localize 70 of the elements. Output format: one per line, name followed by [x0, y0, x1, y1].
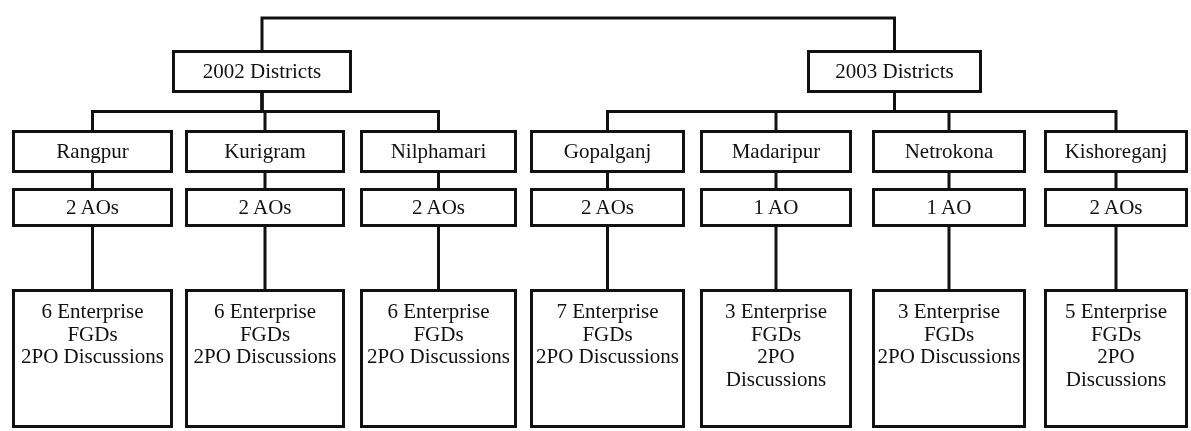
connector-line [606, 227, 609, 289]
box-text: 2PO Discussions [876, 345, 1022, 368]
connector-line [437, 173, 440, 188]
box-text: 3 Enterprise FGDs [896, 300, 1001, 346]
connector-line [91, 227, 94, 289]
box-text: Kishoreganj [1064, 140, 1168, 163]
group-box [172, 50, 352, 93]
count-box [185, 188, 345, 227]
connector-line [947, 173, 951, 188]
box-text: 2003 Districts [835, 60, 954, 83]
connector-line [260, 93, 440, 130]
box-text: 2PO Discussions [192, 345, 338, 368]
district-box [872, 130, 1026, 173]
box-text: 7 Enterprise FGDs [555, 300, 660, 346]
box-text: Nilphamari [390, 140, 487, 163]
box-text: 2 AOs [1089, 196, 1143, 219]
count-box [360, 188, 517, 227]
box-text: 1 AO [753, 196, 799, 219]
connector-line [774, 173, 778, 188]
box-text: 6 Enterprise FGDs [386, 300, 491, 346]
count-box [360, 289, 517, 428]
count-box [872, 188, 1026, 227]
district-box [12, 130, 173, 173]
district-box [185, 130, 345, 173]
count-box [872, 289, 1026, 428]
district-box [700, 130, 852, 173]
box-text: 2002 Districts [202, 60, 322, 83]
box-text: Gopalganj [563, 140, 652, 163]
count-box [700, 188, 852, 227]
connector-line [263, 173, 267, 188]
box-text: 2PO Discussions [366, 345, 511, 368]
connector-line [893, 93, 1118, 130]
box-text: 2 AOs [580, 196, 635, 219]
box-text: 2 AOs [238, 196, 292, 219]
count-box [185, 289, 345, 428]
box-text: 2 AOs [65, 196, 120, 219]
connector-line [437, 227, 440, 289]
box-text: 2 AOs [411, 196, 466, 219]
box-text: 3 Enterprise FGDs [723, 300, 828, 346]
box-text: 5 Enterprise FGDs [1063, 300, 1168, 346]
district-box [1044, 130, 1188, 173]
count-box [700, 289, 852, 428]
district-box [360, 130, 517, 173]
district-box [530, 130, 685, 173]
box-text: 2PO Discussions [535, 345, 680, 368]
box-text: 2PO Discussions [724, 345, 828, 391]
box-text: 2PO Discussions [1064, 345, 1168, 391]
connector-line [263, 227, 267, 289]
box-text: 6 Enterprise FGDs [212, 300, 317, 346]
connector-line [774, 227, 778, 289]
box-text: Netrokona [904, 140, 994, 163]
count-box [1044, 289, 1188, 428]
count-box [530, 289, 685, 428]
box-text: Rangpur [56, 140, 129, 163]
box-text: Kurigram [224, 140, 306, 163]
count-box [1044, 188, 1188, 227]
box-text: 6 Enterprise FGDs [40, 300, 145, 346]
count-box [12, 188, 173, 227]
group-box [807, 50, 982, 93]
box-text: 2PO Discussions [20, 345, 165, 368]
count-box [12, 289, 173, 428]
connector-line [91, 173, 94, 188]
connector-line [1114, 227, 1118, 289]
count-box [530, 188, 685, 227]
box-text: Madaripur [731, 140, 821, 163]
connector-line [1114, 173, 1118, 188]
connector-line [947, 227, 951, 289]
box-text: 1 AO [926, 196, 972, 219]
connector-line [606, 173, 609, 188]
connector-line [260, 16, 896, 50]
